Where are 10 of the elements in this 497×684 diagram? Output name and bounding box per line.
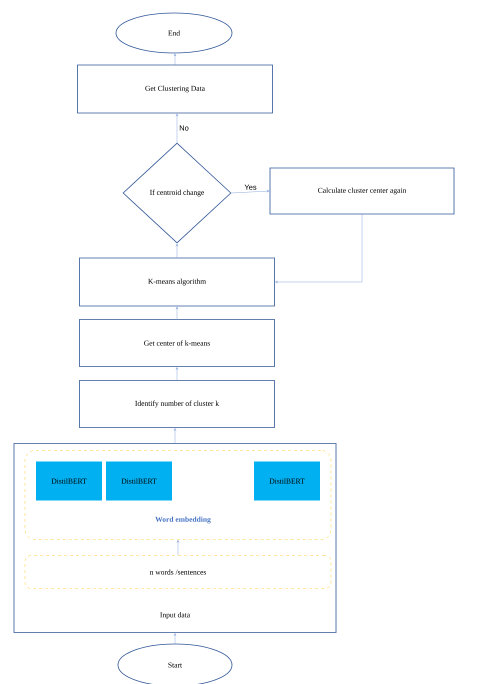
arrow [174, 633, 176, 644]
arrow [275, 214, 362, 284]
arrow [176, 540, 180, 556]
arrow [174, 428, 176, 444]
arrow [176, 306, 178, 320]
arrow [176, 244, 178, 258]
arrow [176, 114, 178, 143]
arrow [174, 54, 176, 65]
arrow [231, 190, 270, 194]
arrow [176, 367, 178, 380]
